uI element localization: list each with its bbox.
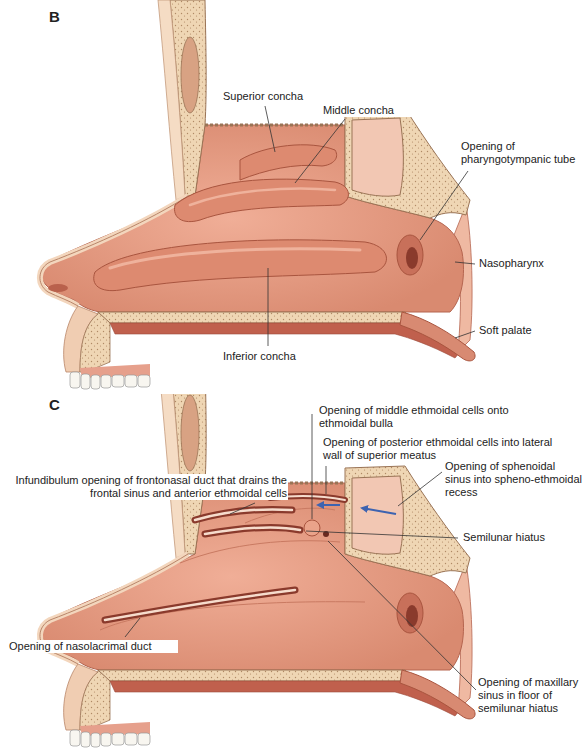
anatomy-label: Opening of pharyngotympanic tube <box>460 140 584 166</box>
inferior-concha <box>94 240 387 291</box>
panel-letter: B <box>48 8 61 25</box>
panel-b-drawing <box>40 0 475 389</box>
anatomy-label: Soft palate <box>478 324 578 337</box>
anatomy-label: Opening of nasolacrimal duct <box>8 640 178 653</box>
anatomy-label: Infundibulum opening of frontonasal duct… <box>6 474 288 500</box>
anatomy-label: Middle concha <box>322 104 422 117</box>
anatomy-label: Inferior concha <box>222 350 332 363</box>
anatomy-label: Opening of sphenoidal sinus into spheno-… <box>444 460 584 499</box>
leader-lines <box>125 106 476 690</box>
superior-concha <box>240 145 337 180</box>
anatomy-label: Semilunar hiatus <box>462 531 582 544</box>
anatomy-label: Superior concha <box>222 90 332 103</box>
panel-letter: C <box>48 396 61 413</box>
anatomy-label: Opening of maxillary sinus in floor of s… <box>477 676 584 715</box>
anatomy-label: Opening of posterior ethmoidal cells int… <box>322 436 564 462</box>
middle-concha <box>175 179 349 222</box>
anatomy-label: Opening of middle ethmoidal cells onto e… <box>318 404 518 430</box>
anatomy-label: Nasopharynx <box>478 257 578 270</box>
